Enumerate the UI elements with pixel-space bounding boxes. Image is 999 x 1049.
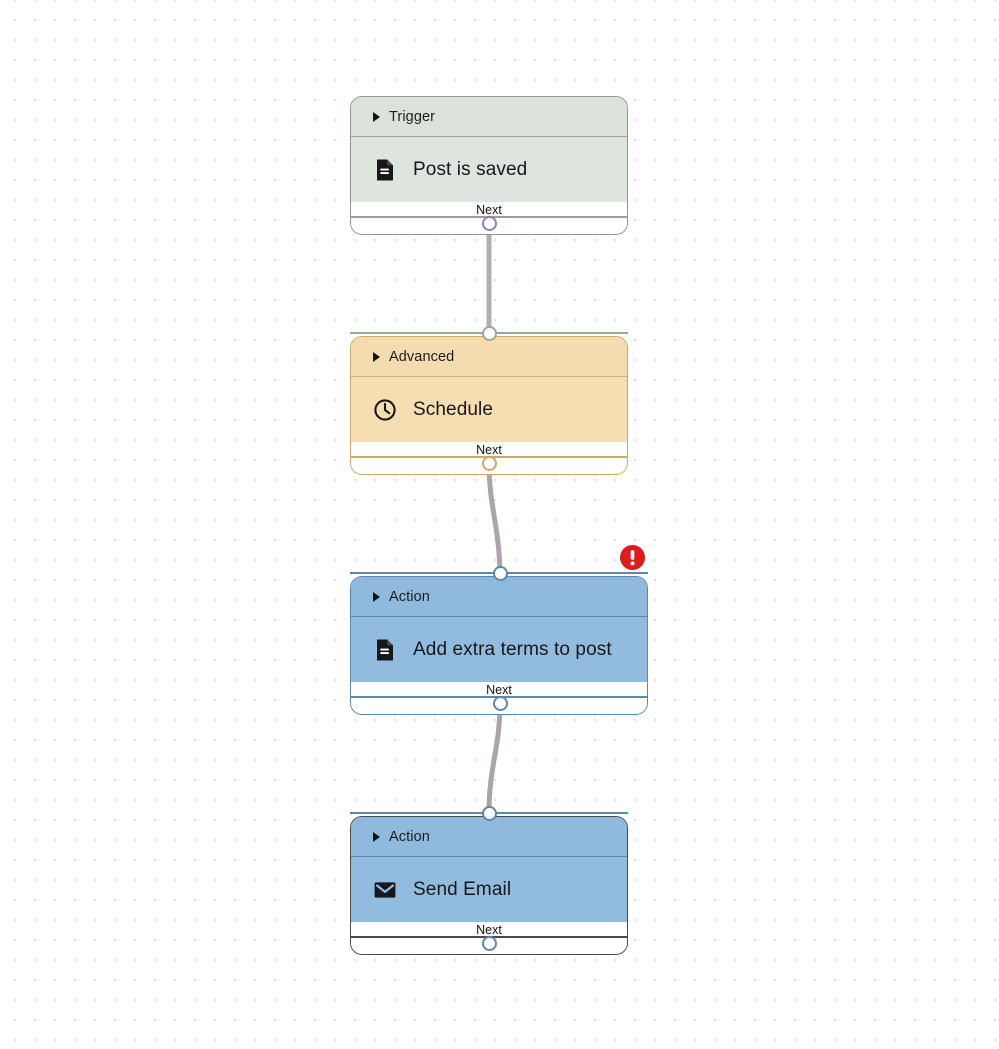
node-next-label: Next [476, 443, 502, 457]
node-header-action-add-terms[interactable]: Action [351, 577, 647, 617]
node-title: Add extra terms to post [413, 638, 612, 660]
port-action2-out[interactable] [482, 936, 497, 951]
node-body-advanced[interactable]: Schedule [351, 377, 627, 442]
node-header-action-send-email[interactable]: Action [351, 817, 627, 857]
clock-icon [374, 398, 396, 421]
node-body-trigger[interactable]: Post is saved [351, 137, 627, 202]
workflow-node-action-send-email[interactable]: Action Send Email Next [350, 816, 628, 955]
workflow-node-action-add-terms[interactable]: Action Add extra terms to post Next [350, 576, 648, 715]
node-next-label: Next [476, 923, 502, 937]
node-category-label: Advanced [389, 348, 455, 365]
workflow-node-advanced[interactable]: Advanced Schedule Next [350, 336, 628, 475]
port-advanced-in[interactable] [482, 326, 497, 341]
node-title: Send Email [413, 878, 512, 900]
chevron-right-icon[interactable] [373, 831, 380, 842]
port-action2-in[interactable] [482, 806, 497, 821]
node-body-action-send-email[interactable]: Send Email [351, 857, 627, 922]
envelope-icon [374, 881, 396, 898]
node-header-advanced[interactable]: Advanced [351, 337, 627, 377]
node-title: Schedule [413, 398, 494, 420]
port-action1-out[interactable] [493, 696, 508, 711]
port-action1-in[interactable] [493, 566, 508, 581]
error-exclamation-icon[interactable] [619, 544, 646, 571]
node-header-trigger[interactable]: Trigger [351, 97, 627, 137]
chevron-right-icon[interactable] [373, 111, 380, 122]
node-title: Post is saved [413, 158, 528, 180]
port-advanced-out[interactable] [482, 456, 497, 471]
node-next-label: Next [486, 683, 512, 697]
node-category-label: Action [389, 828, 430, 845]
document-icon [377, 639, 393, 660]
chevron-right-icon[interactable] [373, 591, 380, 602]
node-body-action-add-terms[interactable]: Add extra terms to post [351, 617, 647, 682]
workflow-node-trigger[interactable]: Trigger Post is saved Next [350, 96, 628, 235]
document-icon [377, 159, 393, 180]
node-category-label: Action [389, 588, 430, 605]
node-category-label: Trigger [389, 108, 436, 125]
node-next-label: Next [476, 203, 502, 217]
chevron-right-icon[interactable] [373, 351, 380, 362]
port-trigger-out[interactable] [482, 216, 497, 231]
